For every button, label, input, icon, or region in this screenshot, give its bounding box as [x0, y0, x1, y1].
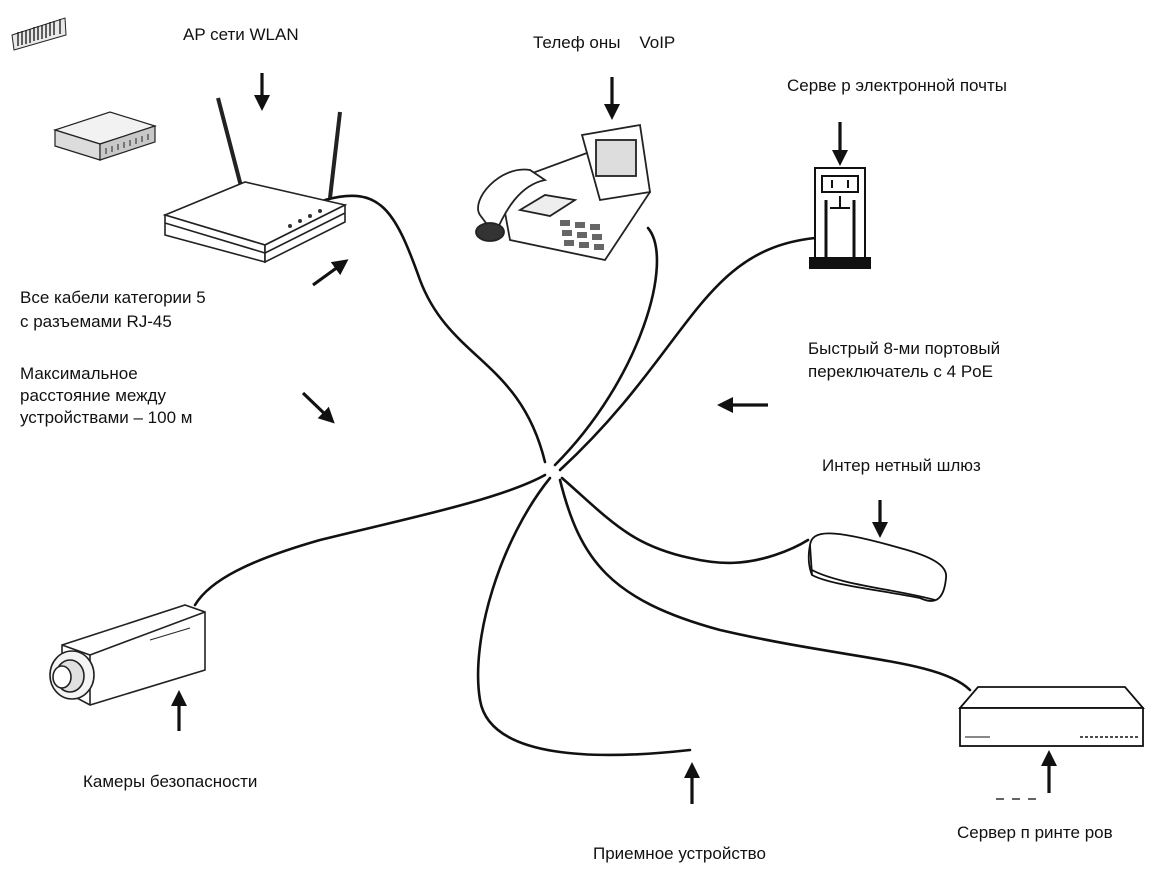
label-print-server: Сервер п ринте ров: [957, 823, 1113, 842]
cable-phone: [553, 226, 659, 467]
voip-phone-icon: [475, 123, 652, 262]
security-camera-icon: [49, 604, 206, 706]
arrow-cables: [312, 259, 349, 287]
label-cables-line2: с разъемами RJ-45: [20, 312, 172, 331]
label-distance-line1: Максимальное: [20, 364, 138, 383]
label-distance-line2: расстояние между: [20, 386, 166, 405]
cable-gateway: [560, 476, 810, 565]
cables: [193, 194, 972, 757]
patch-panel-icon: [11, 17, 67, 51]
wifi-router-icon: [162, 97, 348, 264]
label-cameras: Камеры безопасности: [83, 772, 258, 791]
server-tower-icon: [809, 167, 871, 269]
label-cables-line1: Все кабели категории 5: [20, 288, 206, 307]
label-mail-server: Серве р электронной почты: [787, 76, 1007, 95]
cable-mail-server: [558, 236, 817, 472]
cable-router: [323, 194, 547, 464]
network-switch-icon: [53, 111, 157, 161]
cable-camera: [193, 473, 547, 607]
label-distance-line3: устройствами – 100 м: [20, 408, 193, 427]
label-gateway: Интер нетный шлюз: [822, 456, 981, 475]
cable-receiver: [476, 476, 692, 757]
label-receiver: Приемное устройство: [593, 844, 766, 863]
label-wlan-ap: AP сети WLAN: [183, 25, 299, 44]
arrows: [171, 73, 1057, 804]
label-voip-phones: Телеф оны VoIP: [533, 33, 676, 52]
label-switch-line1: Быстрый 8-ми портовый: [808, 339, 1001, 358]
cable-print-server: [558, 478, 972, 692]
arrow-distance: [301, 391, 335, 424]
print-server-icon: [958, 686, 1145, 747]
label-switch-line2: переключатель с 4 PoE: [808, 362, 993, 381]
internet-gateway-icon: [807, 532, 947, 602]
